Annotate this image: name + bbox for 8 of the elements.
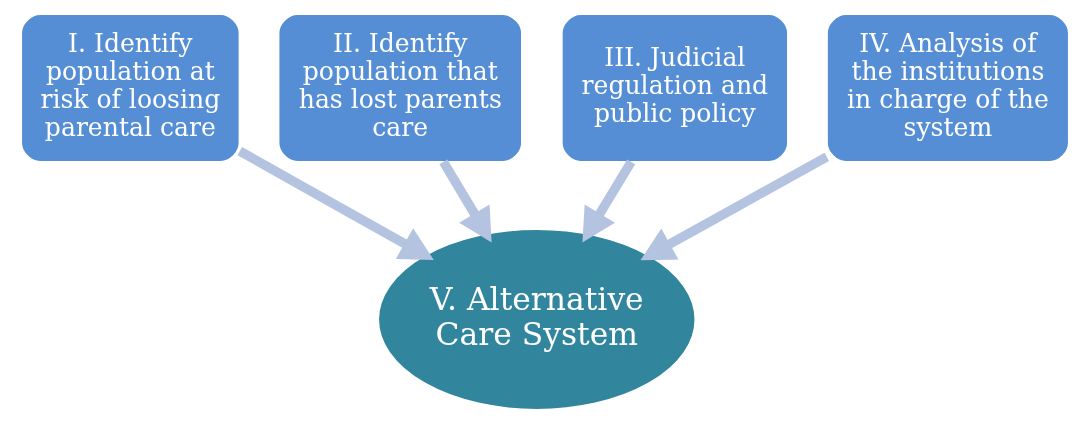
arrow (236, 146, 434, 261)
node-box: II. Identify population that has lost parents care (277, 13, 523, 163)
arrow (438, 159, 492, 243)
arrow (639, 152, 829, 261)
arrow (581, 159, 635, 243)
node-box: IV. Analysis of the institutions in charge of the system (825, 13, 1069, 163)
node-box: I. Identify population at risk of loosing parental care (20, 13, 240, 163)
node-box: III. Judicial regulation and public policy (560, 13, 789, 163)
